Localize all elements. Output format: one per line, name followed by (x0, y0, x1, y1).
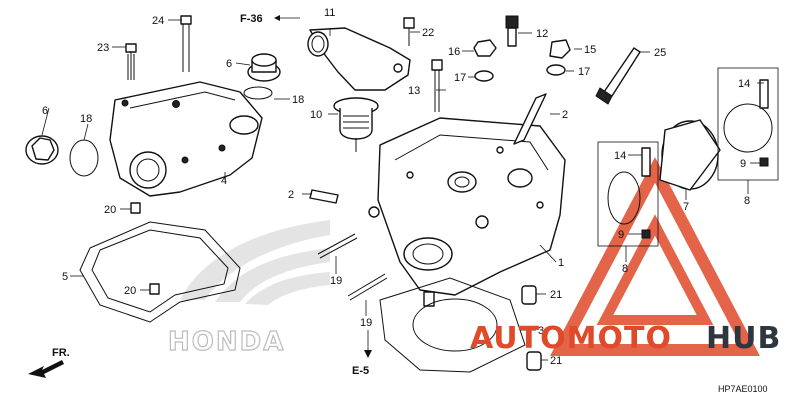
head-cover-gasket (79, 221, 241, 323)
callout-10: 10 (310, 109, 322, 121)
callout-8-right: 8 (744, 195, 750, 207)
stud-bolt-19b (347, 273, 388, 301)
dowel-20a (130, 202, 141, 214)
washer-17a (474, 70, 494, 82)
dowel-21b (526, 351, 542, 371)
callout-12: 12 (536, 28, 548, 40)
callout-5: 5 (62, 271, 68, 283)
callout-25: 25 (654, 47, 666, 59)
callout-6-top: 6 (226, 58, 232, 70)
callout-16: 16 (448, 46, 460, 58)
e5-arrow-head (364, 350, 372, 358)
callout-8-left: 8 (622, 263, 628, 275)
bolt-22 (403, 17, 415, 46)
honda-logo-text: HONDA (168, 327, 285, 357)
o-ring-left (69, 139, 99, 177)
clamp-left (597, 141, 659, 247)
dowel-20b (149, 283, 160, 295)
nut-16 (473, 39, 497, 57)
cylinder-head-cover (109, 81, 263, 197)
callout-11: 11 (324, 7, 335, 19)
callout-2-right: 2 (562, 109, 568, 121)
diagram-code: HP7AE0100 (718, 384, 768, 394)
callout-22: 22 (422, 27, 434, 39)
ref-e5-label: E-5 (352, 365, 369, 377)
callout-13: 13 (408, 85, 420, 97)
callout-21-top: 21 (550, 289, 562, 301)
stud-bolt-19a (317, 233, 358, 259)
bolt-23 (125, 43, 137, 80)
cap-nut-15 (549, 39, 571, 59)
oil-filler-cap-top (247, 53, 281, 82)
cylinder-head (368, 117, 566, 307)
callout-3: 3 (538, 325, 544, 337)
callout-7: 7 (683, 201, 689, 213)
honda-wing-logo (180, 220, 330, 305)
leader-lines (41, 17, 764, 361)
callout-21-bottom: 21 (550, 355, 562, 367)
f36-arrow-head (274, 15, 280, 21)
thermostat (333, 97, 379, 152)
callout-19-bottom: 19 (360, 317, 372, 329)
watermark-text-auto: AUTOMOTO (470, 321, 672, 356)
callout-9-left: 9 (618, 229, 624, 241)
o-ring-top (243, 86, 273, 100)
callout-18-top: 18 (292, 94, 304, 106)
callout-17-left: 17 (454, 72, 466, 84)
callout-23: 23 (97, 42, 109, 54)
callout-9-right: 9 (740, 158, 746, 170)
ref-f36-label: F-36 (240, 13, 263, 25)
callout-24: 24 (152, 15, 164, 27)
temperature-sensor (505, 15, 519, 47)
callout-2-left: 2 (288, 189, 294, 201)
callout-15: 15 (584, 44, 596, 56)
oil-filler-cap-left (25, 135, 59, 165)
spark-plug (595, 47, 641, 105)
bolt-13 (431, 59, 443, 112)
callout-17-right: 17 (578, 66, 590, 78)
front-direction-arrow (28, 360, 64, 378)
watermark-logo (550, 157, 760, 356)
callout-6-left: 6 (42, 105, 48, 117)
bolt-24 (180, 15, 192, 72)
callout-20-bottom: 20 (124, 285, 136, 297)
intake-insulator (659, 119, 721, 191)
dowel-pin-2b (513, 93, 547, 145)
callout-4: 4 (221, 175, 227, 187)
callout-20-top: 20 (104, 204, 116, 216)
callout-19-left: 19 (330, 275, 342, 287)
washer-17b (546, 64, 566, 76)
callout-14-right: 14 (738, 78, 750, 90)
callout-14-left: 14 (614, 150, 626, 162)
callout-1: 1 (558, 257, 564, 269)
dowel-pin-2a (309, 189, 339, 204)
cylinder-head-gasket (379, 277, 526, 373)
front-direction-label: FR. (52, 347, 70, 359)
watermark-text-hub: HUB (706, 321, 781, 356)
thermostat-housing (307, 27, 411, 91)
dowel-21a (521, 285, 537, 305)
callout-18-left: 18 (80, 113, 92, 125)
callouts: 24 23 6 6 18 18 4 20 5 20 11 10 22 13 16… (42, 7, 750, 367)
